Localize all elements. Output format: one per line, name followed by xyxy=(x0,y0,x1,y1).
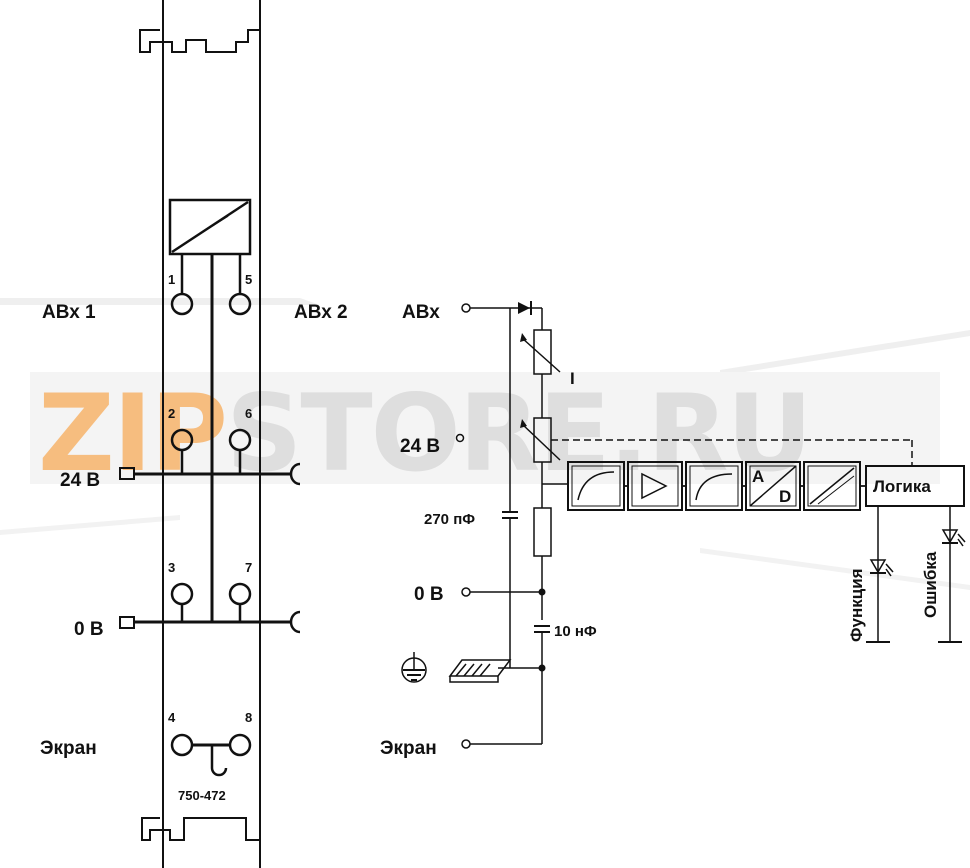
terminal-number-6: 6 xyxy=(245,406,252,421)
top-clip xyxy=(139,29,260,53)
earth-icon xyxy=(401,652,427,683)
label-shield-left: Экран xyxy=(40,738,97,759)
shield-clamp xyxy=(210,745,228,777)
terminal-3 xyxy=(170,582,194,606)
label-input2: АВх 2 xyxy=(294,302,348,323)
terminal-number-8: 8 xyxy=(245,710,252,725)
terminal-number-5: 5 xyxy=(245,272,252,287)
svg-text:ZIPSTORE.RU: ZIPSTORE.RU xyxy=(38,372,811,495)
terminal-numbers: 1 5 2 6 3 7 4 8 750-472 xyxy=(168,272,252,803)
diode-icon xyxy=(518,301,532,315)
led-error-icon xyxy=(941,529,966,547)
label-current: I xyxy=(570,369,575,388)
terminal-8 xyxy=(228,733,252,757)
din-rail-icon xyxy=(448,659,512,683)
signal-chain xyxy=(567,461,965,511)
converter-box xyxy=(168,198,252,256)
label-shield-right: Экран xyxy=(380,738,437,759)
supply-jumper xyxy=(289,462,301,486)
terminal-number-3: 3 xyxy=(168,560,175,575)
bottom-clip xyxy=(141,817,260,841)
label-cap-270pf: 270 пФ xyxy=(424,511,475,528)
logic-block xyxy=(865,465,965,507)
ground-connector xyxy=(119,616,135,629)
terminal-number-7: 7 xyxy=(245,560,252,575)
label-input: АВх xyxy=(402,302,440,323)
terminal-4 xyxy=(170,733,194,757)
terminal-number-4: 4 xyxy=(168,710,176,725)
label-input1: АВх 1 xyxy=(42,302,96,323)
schematic-labels: АВх I 24 В 270 пФ 0 В 10 нФ Экран A D Ло… xyxy=(380,302,940,759)
led-function-icon xyxy=(869,559,894,577)
input-terminal xyxy=(461,303,471,313)
shield-terminal xyxy=(461,739,471,749)
model-number: 750-472 xyxy=(178,788,226,803)
ground-jumper xyxy=(289,610,301,634)
terminal-housing xyxy=(162,0,261,868)
supply-terminal xyxy=(455,433,465,443)
terminal-number-1: 1 xyxy=(168,272,175,287)
terminal-1 xyxy=(170,292,194,316)
adc-label-a: A xyxy=(752,467,764,486)
label-supply-left: 24 В xyxy=(60,470,100,491)
label-led-error: Ошибка xyxy=(921,551,940,618)
watermark: ZIPSTORE.RU xyxy=(0,298,970,590)
schematic xyxy=(401,301,966,749)
terminal-block xyxy=(119,0,301,868)
logic-label: Логика xyxy=(873,477,931,496)
label-led-function: Функция xyxy=(847,568,866,642)
adc-label-d: D xyxy=(779,487,791,506)
terminal-block-labels: АВх 1 АВх 2 24 В 0 В Экран xyxy=(40,302,348,759)
watermark-suffix: STORE.RU xyxy=(226,372,811,495)
label-ground-left: 0 В xyxy=(74,619,104,640)
terminal-number-2: 2 xyxy=(168,406,175,421)
terminal-5 xyxy=(228,292,252,316)
ground-terminal xyxy=(461,587,471,597)
label-supply-right: 24 В xyxy=(400,436,440,457)
terminal-7 xyxy=(228,582,252,606)
label-ground-right: 0 В xyxy=(414,584,444,605)
resistor-3 xyxy=(533,507,552,557)
label-cap-10nf: 10 нФ xyxy=(554,623,597,640)
